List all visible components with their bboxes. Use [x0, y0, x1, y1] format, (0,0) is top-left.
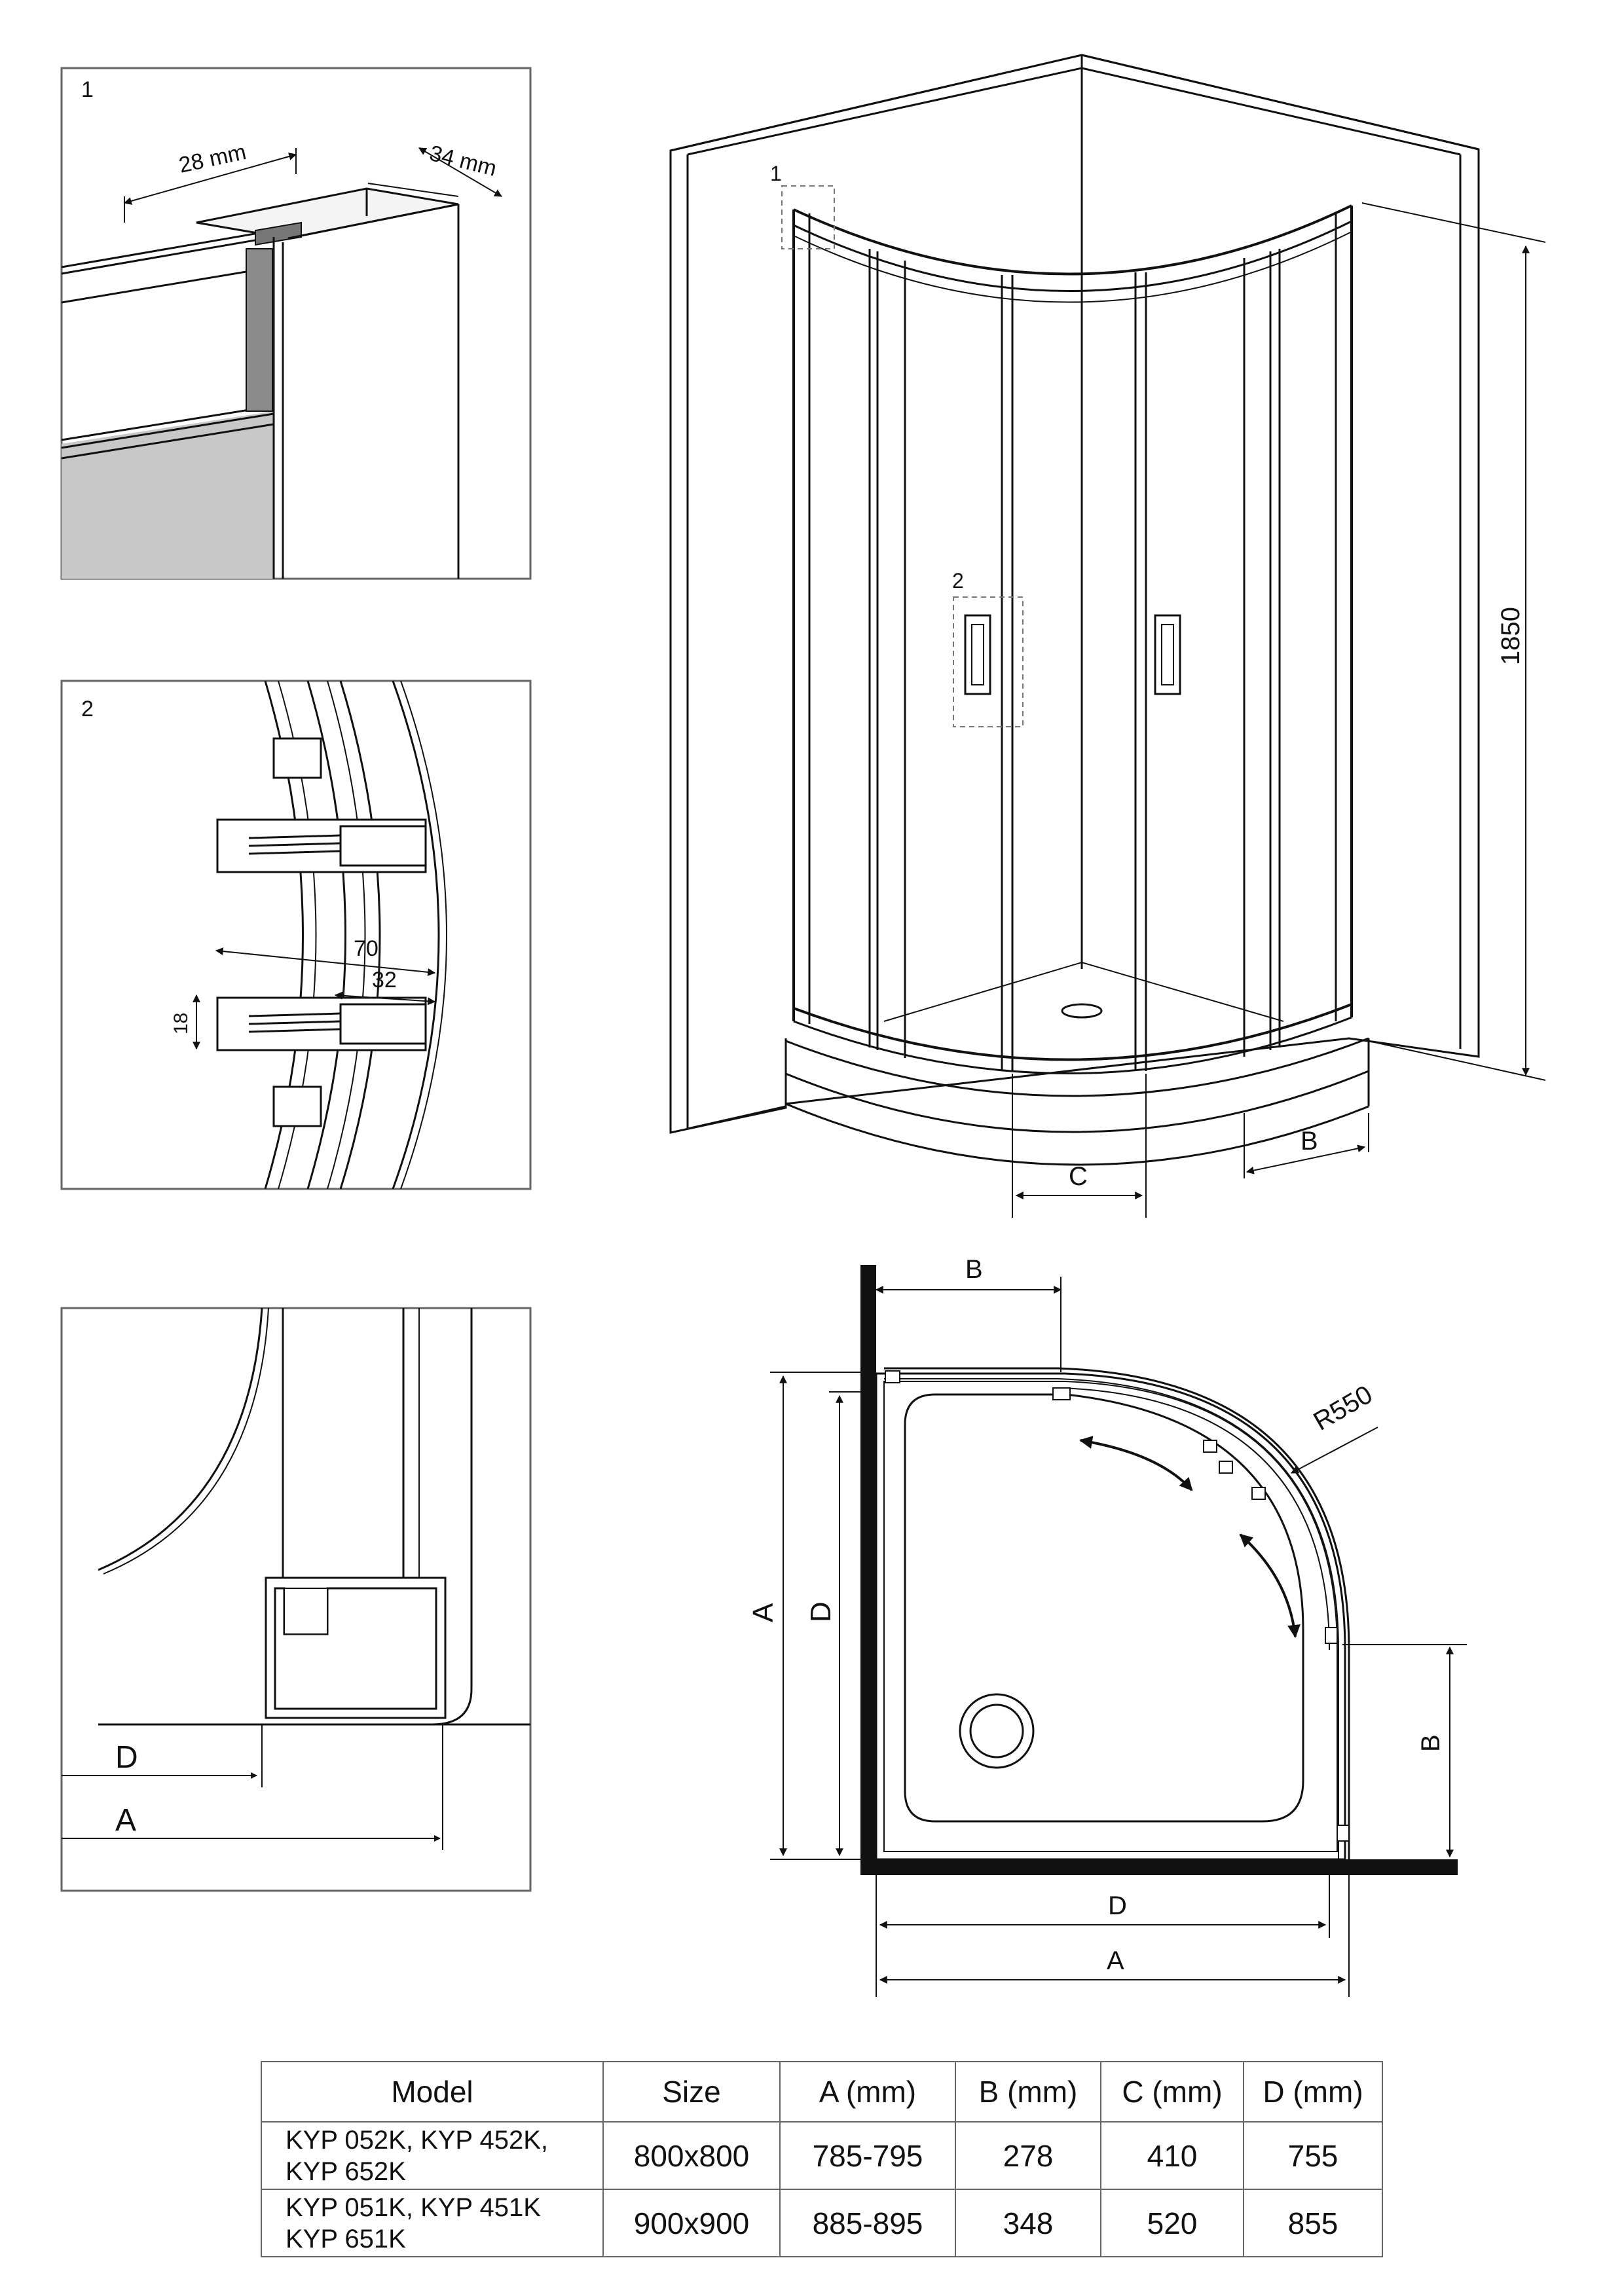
cell-a: 785-795	[779, 2121, 956, 2190]
wall-bottom	[860, 1859, 1458, 1875]
cell-model: KYP 051K, KYP 451K KYP 651K	[261, 2189, 604, 2257]
plan-b-top-label: B	[965, 1255, 983, 1284]
plan-b-right-label: B	[1416, 1734, 1445, 1752]
callout-2-label: 2	[952, 569, 964, 592]
enclosure-perspective-view: 1 2 1850 B C	[669, 54, 1546, 1218]
plan-d-left-label: D	[805, 1601, 837, 1622]
cell-d: 855	[1243, 2189, 1383, 2257]
wall-outline	[669, 54, 1480, 1134]
height-1850-label: 1850	[1496, 607, 1525, 665]
model-line-2: KYP 652K	[286, 2157, 406, 2186]
header-a: A (mm)	[779, 2061, 956, 2123]
model-line-2: KYP 651K	[286, 2224, 406, 2253]
cell-b: 278	[955, 2121, 1101, 2190]
cell-d: 755	[1243, 2121, 1383, 2190]
drain	[1061, 1003, 1103, 1019]
plan-d-bottom-label: D	[1108, 1891, 1127, 1920]
table-header-row: Model Size A (mm) B (mm) C (mm) D (mm)	[261, 2061, 1383, 2123]
roller-top	[272, 737, 322, 779]
enclosure-plan-view: R550 B B A D D A	[747, 1255, 1467, 1997]
dim-b-label: B	[1301, 1127, 1318, 1156]
dim-32-label: 32	[372, 968, 397, 993]
radius-r550-label: R550	[1309, 1380, 1378, 1436]
callout-box-1	[781, 185, 835, 249]
wall-left	[860, 1265, 876, 1872]
model-spec-table: Model Size A (mm) B (mm) C (mm) D (mm) K…	[261, 2061, 1383, 2257]
cell-size: 900x900	[602, 2189, 781, 2257]
detail-panel-1: 1 28 mm 34 mm	[60, 67, 532, 580]
cell-a: 885-895	[779, 2189, 956, 2257]
section-a-label: A	[115, 1803, 136, 1838]
header-model: Model	[261, 2061, 604, 2123]
door-handle-right	[1154, 614, 1181, 695]
callout-box-2	[953, 596, 1024, 727]
detail-2-number: 2	[81, 697, 94, 721]
roller-bottom	[272, 1085, 322, 1127]
tray-basin	[904, 1393, 1304, 1823]
dim-18-label: 18	[170, 1013, 192, 1034]
cell-model: KYP 052K, KYP 452K, KYP 652K	[261, 2121, 604, 2190]
plan-a-bottom-label: A	[1107, 1946, 1124, 1975]
model-line-1: KYP 052K, KYP 452K,	[286, 2125, 549, 2155]
header-b: B (mm)	[955, 2061, 1101, 2123]
cell-c: 520	[1100, 2189, 1244, 2257]
detail-panel-2: 2 70 32 18	[60, 680, 532, 1190]
callout-1-label: 1	[770, 162, 782, 185]
header-c: C (mm)	[1100, 2061, 1244, 2123]
header-d: D (mm)	[1243, 2061, 1383, 2123]
dim-70-label: 70	[354, 936, 378, 961]
dim-c-label: C	[1069, 1162, 1088, 1191]
header-size: Size	[602, 2061, 781, 2123]
model-line-1: KYP 051K, KYP 451K	[286, 2193, 541, 2222]
cell-c: 410	[1100, 2121, 1244, 2190]
plan-a-left-label: A	[747, 1603, 779, 1622]
section-d-label: D	[115, 1740, 138, 1775]
door-handle-left	[964, 614, 991, 695]
detail-1-number: 1	[81, 77, 94, 102]
table-row: KYP 051K, KYP 451K KYP 651K 900x900 885-…	[261, 2189, 1383, 2257]
glass-panel	[62, 411, 274, 579]
detail-panel-3: D A	[60, 1307, 532, 1892]
cell-size: 800x800	[602, 2121, 781, 2190]
table-row: KYP 052K, KYP 452K, KYP 652K 800x800 785…	[261, 2121, 1383, 2190]
cell-b: 348	[955, 2189, 1101, 2257]
